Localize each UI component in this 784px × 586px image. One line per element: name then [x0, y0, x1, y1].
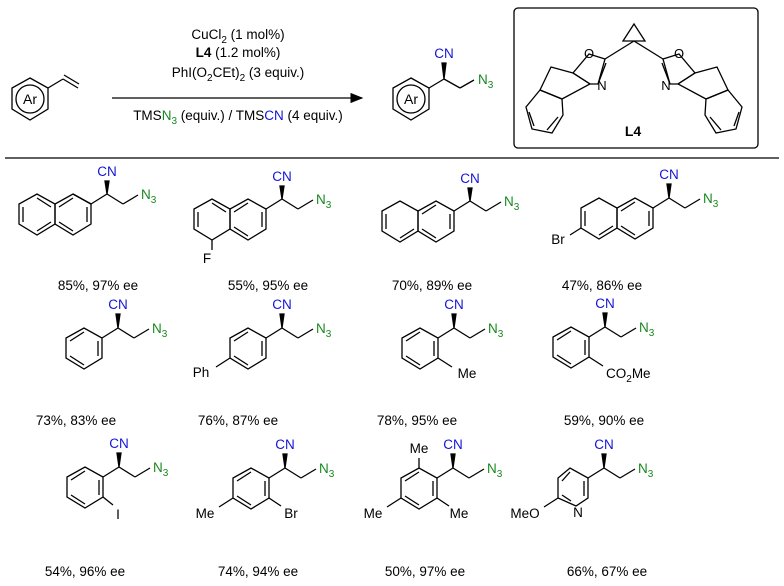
substrate-10-yield: 74%, 94% ee	[218, 564, 298, 579]
substrate-4-6-bromonaphth-2-yl: Br CN N3	[551, 167, 719, 247]
substrate-10-me: Me	[196, 506, 215, 521]
substrate-5-n3: N3	[152, 321, 168, 340]
substrate-6-biphenyl-4-yl: Ph CN N3	[193, 297, 332, 380]
substrate-9-cn: CN	[109, 436, 129, 451]
substrate-6-n3: N3	[316, 321, 332, 340]
product-n3: N3	[478, 72, 494, 91]
substrate-8-cn: CN	[595, 296, 615, 311]
substrate-4-cn: CN	[659, 167, 679, 182]
substrate-2-n3: N3	[316, 192, 332, 211]
substrate-4-n3: N3	[703, 191, 719, 210]
ligand-n-right: N	[661, 78, 670, 93]
substrate-1-n3: N3	[141, 187, 157, 206]
substrate-9-yield: 54%, 96% ee	[45, 564, 125, 579]
substrate-5-yield: 73%, 83% ee	[36, 413, 116, 428]
substrate-3-yield: 70%, 89% ee	[392, 278, 472, 293]
substrate-12-6-methoxypyridin-3-yl: MeO N CN N3	[510, 437, 653, 521]
substrate-11-n3: N3	[487, 461, 503, 480]
substrate-2-cn: CN	[272, 169, 292, 184]
substrate-9-2-iodophenyl: I CN N3	[66, 436, 169, 522]
ligand-o-left: O	[584, 46, 594, 61]
substrate-3-cn: CN	[460, 171, 480, 186]
substrate-1-cn: CN	[97, 164, 117, 179]
substrate-7-me: Me	[458, 366, 477, 381]
condition-catalyst: CuCl2 (1 mol%)	[191, 27, 284, 46]
substrate-12-cn: CN	[594, 437, 614, 452]
substrate-4-br: Br	[551, 232, 565, 247]
substrate-12-n3: N3	[638, 461, 654, 480]
substrate-11-me-ortho: Me	[450, 506, 469, 521]
substrate-7-yield: 78%, 95% ee	[377, 413, 457, 428]
substrate-2-f: F	[203, 251, 211, 266]
ligand-box	[513, 7, 759, 149]
substrate-3-naphth-2-yl: CN N3	[381, 171, 520, 243]
substrate-2-4-fluoronaphth-1-yl: F CN N3	[193, 169, 332, 266]
reactant-styrene	[11, 74, 80, 121]
product-cn: CN	[434, 46, 454, 61]
condition-ligand: L4 (1.2 mol%)	[196, 45, 281, 60]
substrate-4-yield: 47%, 86% ee	[562, 278, 642, 293]
ligand-label: L4	[625, 123, 642, 139]
substrate-11-me-top: Me	[410, 441, 429, 456]
substrate-8-2-methoxycarbonylphenyl: CO2Me CN N3	[552, 296, 655, 385]
substrate-9-n3: N3	[153, 460, 169, 479]
substrate-11-yield: 50%, 97% ee	[385, 564, 465, 579]
substrate-10-br: Br	[284, 506, 298, 521]
substrate-10-cn: CN	[275, 437, 295, 452]
product-ar-label: Ar	[404, 91, 418, 107]
substrate-8-n3: N3	[639, 320, 655, 339]
product-molecule	[392, 62, 475, 121]
substrate-10-2-bromo-4-methylphenyl: Br Me CN N3	[196, 437, 335, 521]
substrate-6-cn: CN	[272, 297, 292, 312]
substrate-9-i: I	[116, 507, 120, 522]
ligand-l4-structure	[525, 22, 743, 134]
ligand-n-left: N	[597, 78, 606, 93]
substrate-10-n3: N3	[319, 461, 335, 480]
substrate-2-yield: 55%, 95% ee	[228, 278, 308, 293]
substrate-6-ph: Ph	[193, 365, 210, 380]
condition-oxidant: PhI(O2CEt)2 (3 equiv.)	[172, 65, 304, 84]
substrate-11-me-para: Me	[364, 506, 383, 521]
substrate-7-2-methylphenyl: Me CN N3	[401, 297, 504, 381]
substrate-5-cn: CN	[108, 297, 128, 312]
substrate-12-n: N	[573, 505, 583, 520]
ligand-o-right: O	[674, 46, 684, 61]
substrate-1-naphth-1-yl: CN N3	[18, 164, 157, 236]
substrate-11-mesityl: Me Me Me CN N3	[364, 437, 503, 521]
substrate-11-cn: CN	[443, 437, 463, 452]
substrate-1-yield: 85%, 97% ee	[58, 278, 138, 293]
substrate-6-yield: 76%, 87% ee	[198, 413, 278, 428]
substrate-12-meo: MeO	[510, 506, 539, 521]
substrate-12-yield: 66%, 67% ee	[567, 564, 647, 579]
substrate-5-phenyl: CN N3	[65, 297, 168, 370]
substrate-7-cn: CN	[444, 297, 464, 312]
substrate-8-yield: 59%, 90% ee	[564, 413, 644, 428]
substrate-3-n3: N3	[504, 194, 520, 213]
substrate-7-n3: N3	[488, 321, 504, 340]
condition-reagents: TMSN3 (equiv.) / TMSCN (4 equiv.)	[133, 108, 343, 127]
reactant-ar-label: Ar	[23, 91, 37, 107]
substrate-8-co2me: CO2Me	[606, 366, 651, 385]
